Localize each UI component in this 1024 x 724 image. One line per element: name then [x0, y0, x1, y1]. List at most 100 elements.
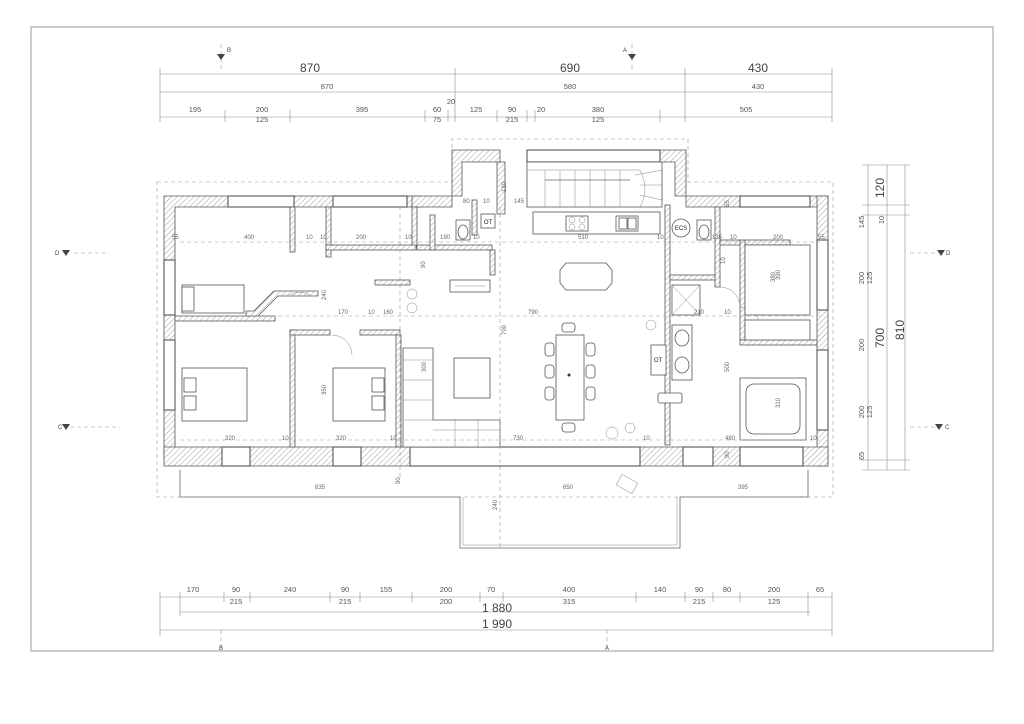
section-marker-a-bottom: A — [605, 630, 609, 652]
wc-2 — [696, 219, 712, 241]
dim: 55 — [172, 235, 179, 241]
dim: 10 — [320, 235, 327, 241]
top-dim-row3-sub: 215 — [506, 115, 519, 124]
top-dim-row3: 200 — [256, 105, 269, 114]
bottom-dim: 80 — [723, 585, 731, 594]
ot-label-2: OT — [654, 358, 663, 364]
right-dim-inner: 145 — [857, 216, 866, 229]
dim: 835 — [315, 485, 326, 491]
right-dim-outer: 810 — [893, 320, 907, 340]
section-marker-d-left: D — [55, 250, 110, 257]
bottom-dim: 200 — [768, 585, 781, 594]
bottom-dim-sub: 215 — [339, 597, 352, 606]
top-dim-row3: 505 — [740, 105, 753, 114]
dim: 10 — [306, 235, 313, 241]
top-dimension-chains: 870 690 430 870 580 430 195 200 395 60 2… — [159, 61, 833, 124]
section-marker-b-bottom: B — [219, 630, 223, 652]
right-dim-inner: 200 — [857, 406, 866, 419]
dim: 200 — [356, 235, 367, 241]
dim: 10 — [282, 436, 289, 442]
top-dim-row2-2: 580 — [564, 82, 577, 91]
right-dim-middle: 10 — [877, 216, 886, 224]
washbasins — [671, 324, 693, 381]
plant-icon — [406, 288, 657, 440]
dim: 170 — [338, 310, 349, 316]
top-dim-row3: 195 — [189, 105, 202, 114]
top-dim-row3-sub: 125 — [256, 115, 269, 124]
dim: 10 — [405, 235, 412, 241]
dim: 395 — [738, 485, 749, 491]
dim: 320 — [336, 436, 347, 442]
dim: 10 — [730, 235, 737, 241]
section-marker-a-top: A — [623, 44, 636, 70]
dim: 400 — [244, 235, 255, 241]
bottom-dim: 170 — [187, 585, 200, 594]
bottom-dimension-chains: 170 90 240 90 155 200 70 400 140 90 80 2… — [159, 585, 833, 636]
dim: 80 — [463, 199, 470, 205]
axis-lines — [180, 207, 820, 548]
section-label: A — [623, 48, 627, 54]
dim: 790 — [528, 310, 539, 316]
kitchen-island — [559, 262, 613, 291]
dim: 210 — [694, 310, 705, 316]
dim: 190 — [440, 235, 451, 241]
dim: 135 — [712, 235, 723, 241]
laundry-counter — [744, 244, 811, 341]
top-dim-row3: 125 — [470, 105, 483, 114]
dim: 160 — [383, 310, 394, 316]
dim: 90 — [421, 261, 427, 268]
top-dim-row2-3: 430 — [752, 82, 765, 91]
dim: 730 — [513, 436, 524, 442]
bottom-dim-sub: 125 — [768, 597, 781, 606]
dim: 10 — [657, 235, 664, 241]
interior-dimension-labels: 55 400 10 10 200 10 190 10 510 10 135 10… — [172, 181, 825, 510]
section-label: C — [58, 425, 63, 431]
bedroom-2-bed — [181, 367, 248, 422]
dim: 500 — [725, 361, 731, 372]
top-dim-row2-1: 870 — [321, 82, 334, 91]
bedroom-1-bed — [181, 284, 245, 314]
dim: 380 — [771, 271, 777, 282]
dim: 10 — [390, 436, 397, 442]
top-dim-row3-sub: 125 — [592, 115, 605, 124]
living-area — [402, 288, 657, 448]
dining-table — [544, 322, 596, 433]
dim: 320 — [225, 436, 236, 442]
dim: 300 — [422, 361, 428, 372]
right-dim-inner: 200 — [857, 272, 866, 285]
bottom-dim: 155 — [380, 585, 393, 594]
staircase — [526, 161, 663, 208]
top-dim-row3: 380 — [592, 105, 605, 114]
building-outline — [156, 138, 834, 549]
section-label: A — [605, 646, 609, 652]
dim: 480 — [725, 436, 736, 442]
section-label: B — [227, 48, 231, 54]
dim: 700 — [502, 324, 508, 335]
bottom-dim-total-inner: 1 880 — [482, 601, 512, 615]
dim: 650 — [563, 485, 574, 491]
dim: 55 — [725, 200, 731, 207]
bottom-dim: 70 — [487, 585, 495, 594]
shower — [671, 284, 701, 316]
dim: 55 — [818, 235, 825, 241]
dim: 200 — [773, 235, 784, 241]
section-label: D — [55, 251, 60, 257]
ecs-label: ECS — [675, 226, 687, 232]
right-dim-inner: 65 — [857, 452, 866, 460]
bottom-dim-sub: 200 — [440, 597, 453, 606]
dim: 240 — [322, 289, 328, 300]
dim: 90 — [396, 477, 402, 484]
bottom-dim-sub: 215 — [693, 597, 706, 606]
bottom-dim: 240 — [284, 585, 297, 594]
bottom-dim: 65 — [816, 585, 824, 594]
dim: 10 — [721, 257, 727, 264]
dim: 240 — [493, 499, 499, 510]
bathtub — [739, 377, 807, 441]
bottom-dim: 400 — [563, 585, 576, 594]
right-dim-inner: 125 — [865, 406, 874, 419]
dim: 510 — [578, 235, 589, 241]
dim: 350 — [322, 384, 328, 395]
right-dim-inner: 125 — [865, 272, 874, 285]
section-label: B — [219, 646, 223, 652]
